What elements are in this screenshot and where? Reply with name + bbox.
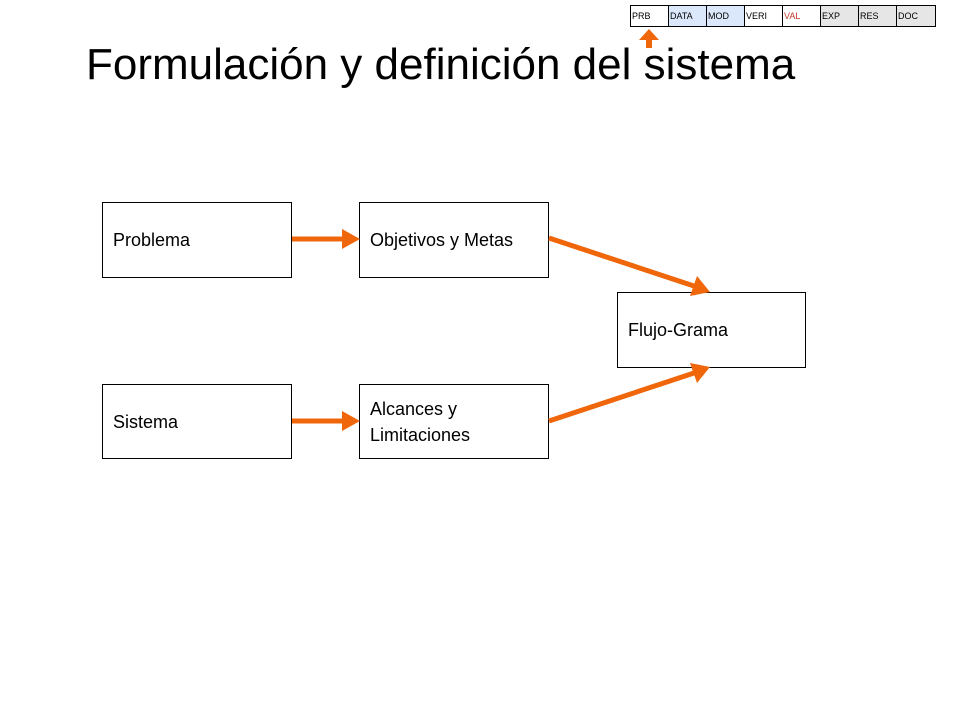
up-arrow-icon bbox=[639, 29, 659, 40]
node-flujograma: Flujo-Grama bbox=[617, 292, 806, 368]
node-sistema-label: Sistema bbox=[113, 411, 179, 432]
stage-nav-strip: PRB DATA MOD VERI VAL EXP RES DOC bbox=[630, 5, 936, 27]
nav-cell-data[interactable]: DATA bbox=[669, 6, 707, 26]
arrow-sistema-alcances-head bbox=[342, 411, 360, 431]
node-alcances: Alcances y Limitaciones bbox=[359, 384, 549, 459]
page-title: Formulación y definición del sistema bbox=[86, 40, 796, 89]
arrow-objetivos-flujograma-head bbox=[690, 276, 710, 296]
arrow-problema-objetivos-head bbox=[342, 229, 360, 249]
nav-cell-res[interactable]: RES bbox=[859, 6, 897, 26]
nav-cell-mod[interactable]: MOD bbox=[707, 6, 745, 26]
node-problema-label: Problema bbox=[113, 230, 191, 250]
nav-cell-prb[interactable]: PRB bbox=[631, 6, 669, 26]
node-problema: Problema bbox=[102, 202, 292, 278]
node-objetivos: Objetivos y Metas bbox=[359, 202, 549, 278]
node-sistema: Sistema bbox=[102, 384, 292, 459]
nav-cell-doc[interactable]: DOC bbox=[897, 6, 935, 26]
arrow-alcances-flujograma bbox=[548, 370, 695, 424]
node-alcances-label: Alcances y Limitaciones bbox=[370, 398, 471, 445]
nav-cell-exp[interactable]: EXP bbox=[821, 6, 859, 26]
nav-cell-veri[interactable]: VERI bbox=[745, 6, 783, 26]
node-objetivos-label: Objetivos y Metas bbox=[370, 230, 514, 250]
arrow-objetivos-flujograma bbox=[548, 235, 695, 289]
node-flujograma-label: Flujo-Grama bbox=[628, 320, 729, 340]
arrow-alcances-flujograma-head bbox=[690, 363, 710, 383]
nav-cell-val[interactable]: VAL bbox=[783, 6, 821, 26]
